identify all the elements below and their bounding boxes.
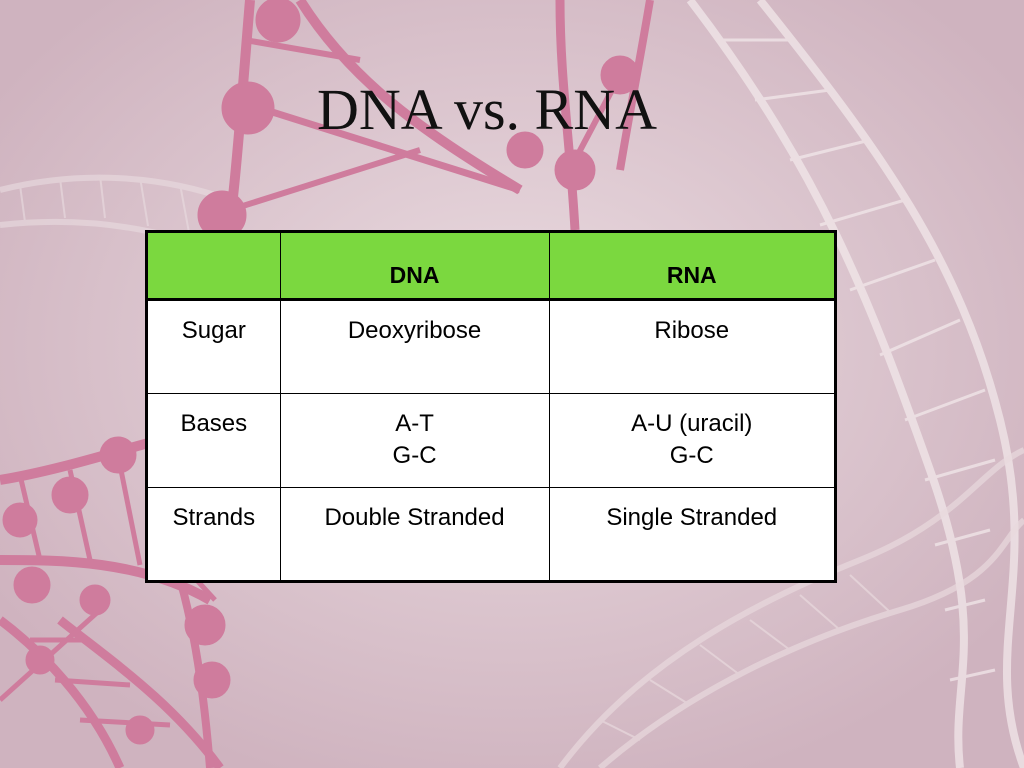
table-row: Sugar Deoxyribose Ribose	[146, 299, 836, 394]
table-row: Bases A-T G-C A-U (uracil) G-C	[146, 393, 836, 488]
cell-line: Deoxyribose	[347, 317, 482, 344]
cell-line: A-T	[395, 410, 434, 437]
cell-line: A-U (uracil)	[631, 410, 753, 437]
table-row: Strands Double Stranded Single Stranded	[146, 487, 836, 582]
cell-strands-rna: Single Stranded	[548, 487, 836, 582]
row-label-bases: Bases	[146, 393, 281, 488]
comparison-table: DNA RNA Sugar Deoxyribose Ribose Bases A…	[145, 230, 837, 583]
cell-line: Single Stranded	[606, 504, 778, 531]
faint-helix-lower	[557, 447, 1024, 768]
row-label-sugar: Sugar	[146, 299, 281, 394]
cell-strands-dna: Double Stranded	[279, 487, 550, 582]
cell-sugar-dna: Deoxyribose	[279, 299, 550, 394]
cell-bases-rna: A-U (uracil) G-C	[548, 393, 836, 488]
pink-helix-top	[197, 0, 654, 301]
cell-line: Ribose	[654, 317, 730, 344]
light-helix-right	[686, 0, 1024, 768]
header-dna-cell: DNA	[279, 231, 550, 301]
cell-line: G-C	[392, 442, 437, 469]
cell-line: G-C	[669, 442, 714, 469]
table-header-row: DNA RNA	[146, 231, 836, 301]
cell-bases-dna: A-T G-C	[279, 393, 550, 488]
header-corner-cell	[146, 231, 281, 301]
cell-line: Double Stranded	[324, 504, 505, 531]
cell-sugar-rna: Ribose	[548, 299, 836, 394]
slide-title: DNA vs. RNA	[317, 77, 657, 142]
row-label-strands: Strands	[146, 487, 281, 582]
header-rna-cell: RNA	[548, 231, 836, 301]
